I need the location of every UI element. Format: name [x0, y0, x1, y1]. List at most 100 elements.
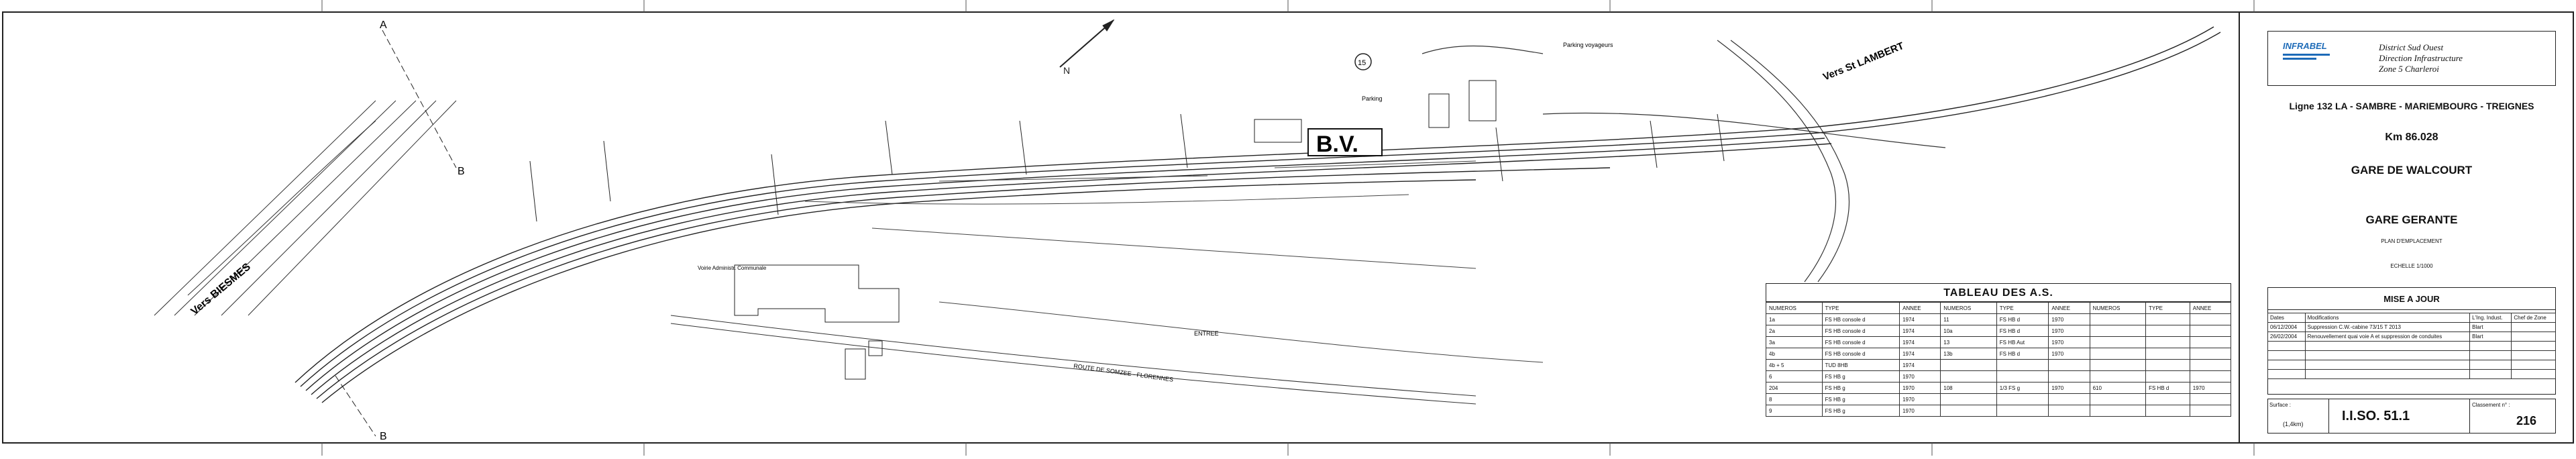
as-table-cell: FS HB g	[1821, 370, 1900, 382]
mod-table-cell: Blart	[2469, 332, 2512, 342]
as-table-cell: FS HB g	[1821, 382, 1900, 394]
mod-header-cell: Chef de Zone	[2511, 313, 2556, 323]
as-table-cell	[2048, 393, 2090, 405]
classement-value: 216	[2516, 414, 2537, 427]
mod-table-cell: Blart	[2469, 322, 2512, 332]
ligne-text: Ligne 132 LA - SAMBRE - MARIEMBOURG - TR…	[2289, 101, 2534, 111]
mod-table-cell: Suppression C.W.-cabine 73/15 T 2013	[2304, 322, 2471, 332]
header-box: INFRABEL District Sud Ouest Direction In…	[2267, 31, 2556, 86]
entree-label: ENTREE	[1194, 330, 1219, 337]
as-table-cell: 10a	[1940, 325, 1997, 337]
vers-st-lambert-label: Vers St LAMBERT	[1821, 40, 1905, 83]
as-table-cell	[1996, 405, 2049, 417]
mod-table-cell: 26/02/2004	[2267, 332, 2306, 342]
section-b-label-lower: B	[380, 431, 387, 442]
as-table-cell: 1970	[2048, 348, 2090, 360]
echelle-label: ECHELLE 1/1000	[2390, 263, 2433, 269]
as-table-cell	[2145, 393, 2190, 405]
as-table-cell: 1970	[1899, 370, 1941, 382]
signal-poles	[529, 113, 1725, 222]
as-table-cell: FS HB d	[1996, 325, 2049, 337]
as-table-title: TABLEAU DES A.S.	[1943, 287, 2053, 299]
as-table-cell: FS HB console d	[1821, 325, 1900, 337]
as-table-cell: 11	[1940, 313, 1997, 325]
bv-label: B.V.	[1316, 132, 1358, 157]
as-table-cell	[1940, 393, 1997, 405]
classement-label: Classement n° :	[2472, 402, 2510, 408]
drawing-number: I.I.SO. 51.1	[2342, 409, 2410, 423]
section-b-label: B	[458, 166, 465, 177]
as-table-cell: FS HB console d	[1821, 313, 1900, 325]
as-table-cell	[2189, 359, 2232, 371]
mod-header-cell: L'Ing. Indust.	[2469, 313, 2512, 323]
mod-table-cell: 06/12/2004	[2267, 322, 2306, 332]
as-table-cell	[1940, 405, 1997, 417]
voirie-label: Voirie Administr. Communale	[698, 265, 767, 271]
as-table-cell: 2a	[1766, 325, 1823, 337]
as-table-cell	[2089, 325, 2147, 337]
as-header-cell: ANNEE	[2189, 302, 2232, 314]
as-table-cell	[1996, 393, 2049, 405]
as-table-cell	[2048, 370, 2090, 382]
as-table-cell: 1970	[2189, 382, 2232, 394]
as-table-cell	[2089, 393, 2147, 405]
as-table-cell	[2189, 325, 2232, 337]
as-table-cell	[2089, 405, 2147, 417]
as-table-cell	[2189, 313, 2232, 325]
as-table-cell: 8	[1766, 393, 1823, 405]
as-table-cell	[2145, 325, 2190, 337]
as-table-cell	[2145, 370, 2190, 382]
as-table-cell: 1970	[2048, 336, 2090, 348]
district-text: District Sud Ouest	[2379, 42, 2444, 52]
mod-table-cell	[2511, 332, 2556, 342]
parking-voyageurs-label: Parking voyageurs	[1563, 42, 1613, 48]
station-building	[1307, 128, 1383, 156]
as-table-cell: 1974	[1899, 336, 1941, 348]
as-table-cell: FS HB d	[1996, 313, 2049, 325]
as-table-cell	[1940, 370, 1997, 382]
as-table-cell	[2189, 336, 2232, 348]
as-header-cell: ANNEE	[2048, 302, 2090, 314]
as-table-cell: 1970	[2048, 313, 2090, 325]
direction-text: Direction Infrastructure	[2379, 53, 2463, 63]
as-table-cell	[2145, 336, 2190, 348]
plan-label: PLAN D'EMPLACEMENT	[2381, 238, 2443, 244]
as-table-cell: 9	[1766, 405, 1823, 417]
as-table-cell: 6	[1766, 370, 1823, 382]
as-table-cell	[2189, 405, 2232, 417]
as-table-cell: FS HB g	[1821, 393, 1900, 405]
as-table-cell: 1970	[1899, 393, 1941, 405]
as-table-cell: 610	[2089, 382, 2147, 394]
as-table-cell	[2145, 405, 2190, 417]
as-header-cell: TYPE	[1996, 302, 2049, 314]
as-table-cell: 1/3 FS g	[1996, 382, 2049, 394]
section-line-a	[382, 30, 457, 168]
as-table-cell	[2145, 359, 2190, 371]
as-table-cell	[1996, 359, 2049, 371]
as-table-cell	[2145, 313, 2190, 325]
as-header-cell: TYPE	[2145, 302, 2190, 314]
section-line-b	[335, 375, 376, 437]
as-table-cell: FS HB console d	[1821, 348, 1900, 360]
as-table-cell	[2145, 348, 2190, 360]
surface-label: Surface :	[2269, 402, 2292, 408]
route-lines	[670, 315, 1477, 405]
as-table-cell: 3a	[1766, 336, 1823, 348]
as-table-cell	[2089, 336, 2147, 348]
gare-text: GARE DE WALCOURT	[2351, 164, 2473, 176]
as-header-cell: NUMEROS	[2089, 302, 2147, 314]
as-table-cell	[2089, 359, 2147, 371]
lower-buildings	[734, 264, 900, 380]
as-table-cell: 1974	[1899, 348, 1941, 360]
as-table-title-box: TABLEAU DES A.S.	[1766, 283, 2231, 302]
as-table-cell	[1996, 370, 2049, 382]
signal-marker	[1354, 53, 1372, 70]
